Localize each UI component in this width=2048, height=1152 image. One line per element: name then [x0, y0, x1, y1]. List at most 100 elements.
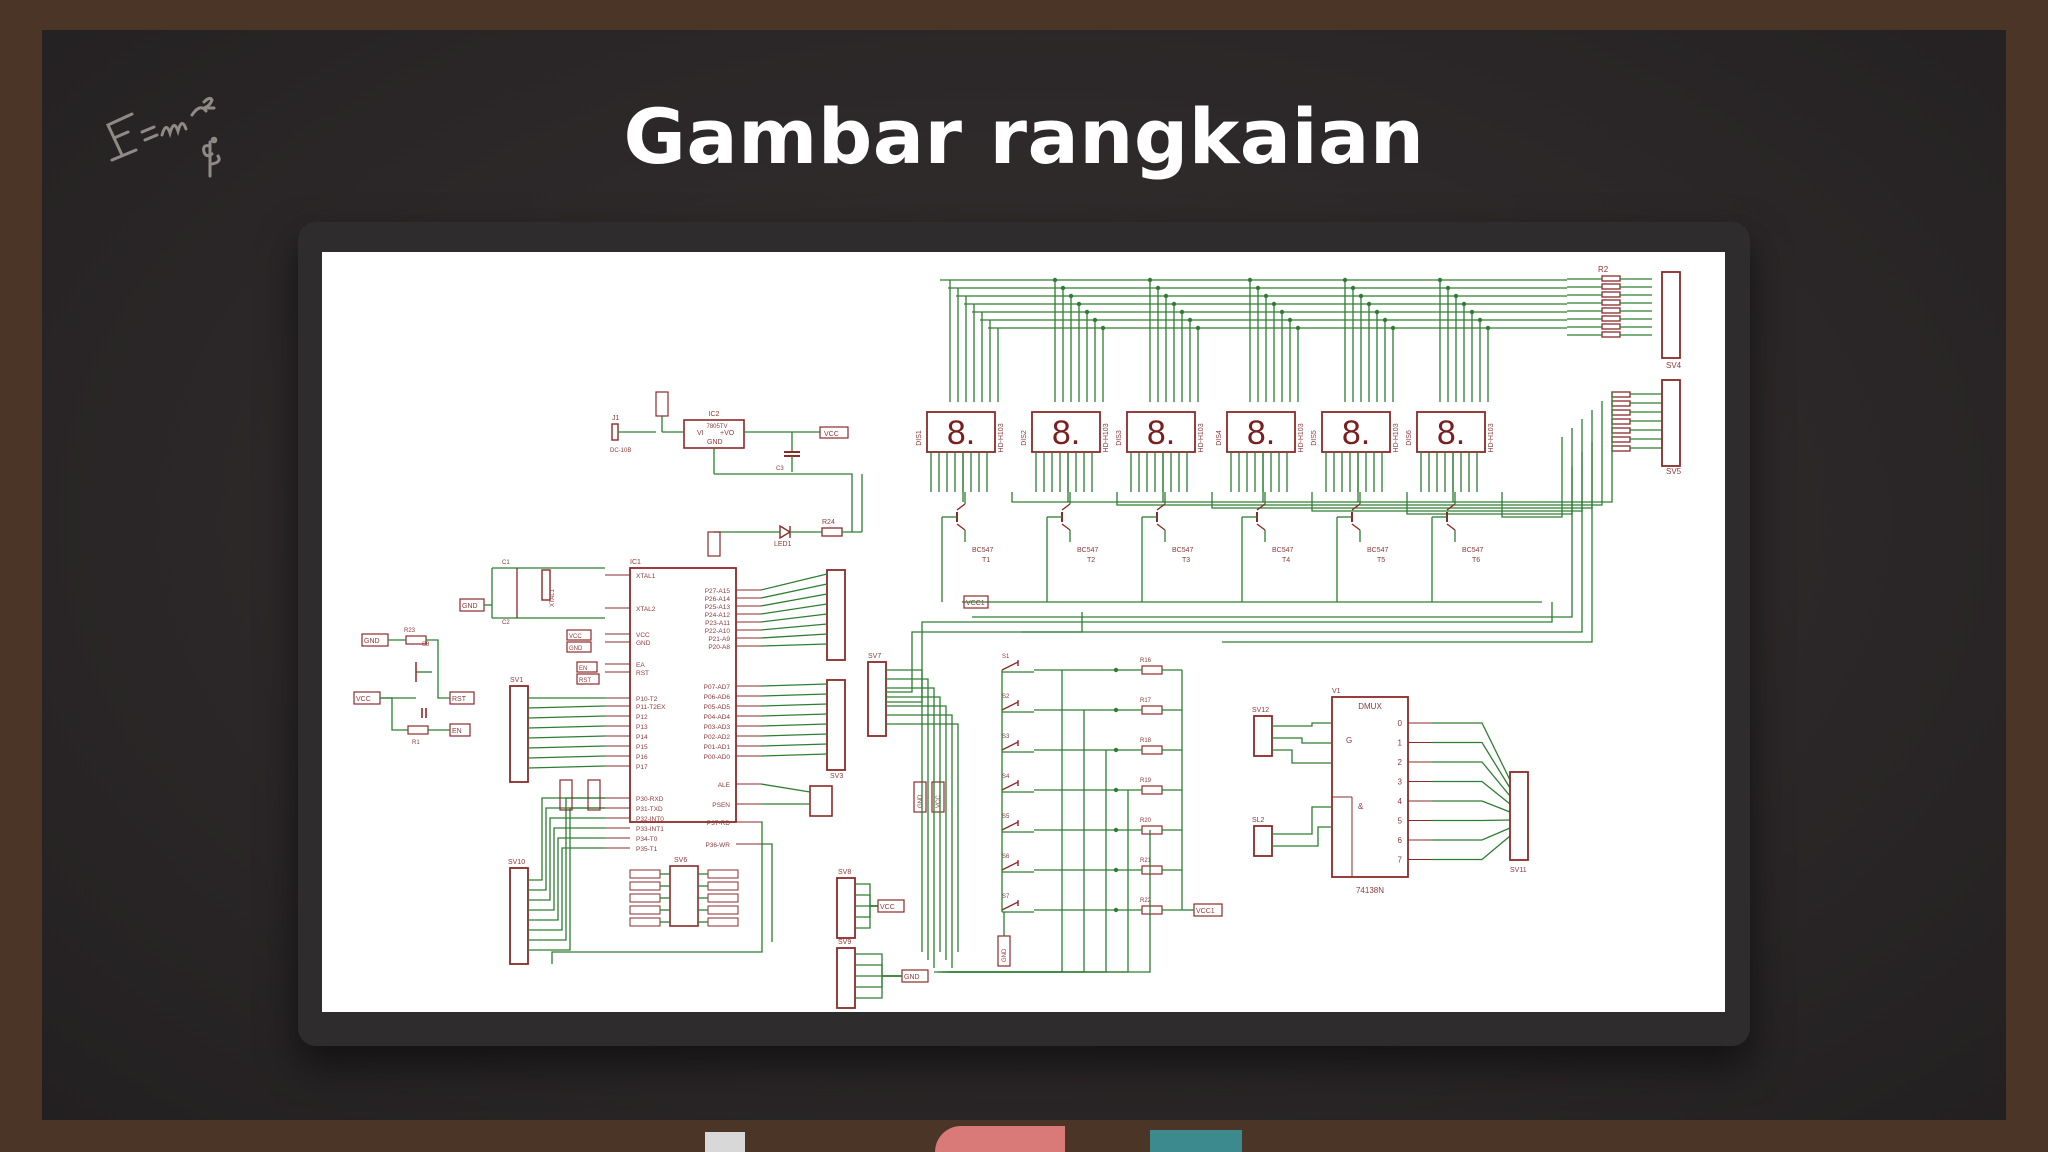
mcu-right-pin-label: P07-AD7 [704, 684, 731, 691]
mcu-8051 [629, 567, 737, 823]
display-model-label: HD-H103 [1393, 423, 1400, 452]
mcu-left-pin-label: XTAL1 [636, 573, 656, 580]
connector-sv4 [1661, 271, 1681, 359]
resistor-array-element [1601, 275, 1621, 282]
resistor-array-element [1601, 307, 1621, 314]
switch-label: S4 [1002, 774, 1010, 780]
resistor-array-element [1601, 323, 1621, 330]
vertical-net-flag-b [587, 779, 601, 811]
transistor-name-label: T3 [1182, 557, 1190, 564]
resistor-array-element [1601, 291, 1621, 298]
resistor-array-element [1601, 283, 1621, 290]
mcu-left-pin-label: P15 [636, 744, 648, 751]
mcu-left-pin-label: VCC [636, 632, 650, 639]
regulator-name: IC2 [709, 411, 720, 418]
seven-segment-display [1321, 411, 1391, 453]
regulator-pin-vi: VI [697, 430, 704, 437]
connector-sv1 [509, 685, 529, 783]
resistor-array-element [1601, 299, 1621, 306]
vcc-net-text-rst: VCC [356, 696, 371, 703]
seven-segment-glyph: 8. [947, 414, 975, 452]
seven-segment-glyph: 8. [1247, 414, 1275, 452]
mcu-left-pin-label: P13 [636, 724, 648, 731]
display-model-label: HD-H103 [1298, 423, 1305, 452]
isp-right-net-flag [707, 893, 739, 903]
capacitor-c3-label: C3 [776, 466, 784, 472]
pullup-resistor [1141, 865, 1163, 875]
pullup-resistor-label: R18 [1140, 738, 1152, 744]
mcu-left-pin-label: P10-T2 [636, 696, 658, 703]
mcu-left-pin-label: P31-TXD [636, 806, 663, 813]
connector-sv10 [509, 867, 529, 965]
demux-output-label: 7 [1398, 856, 1403, 865]
switch-label: S6 [1002, 854, 1010, 860]
regulator-pin-vo: +VO [720, 430, 735, 437]
connector-sl2-label: SL2 [1252, 817, 1265, 824]
mcu-right-pin-label: P37-RD [707, 820, 730, 827]
demux-output-label: 2 [1398, 758, 1403, 767]
connector-sv9-label: SV9 [838, 939, 851, 946]
display-model-label: HD-H103 [998, 423, 1005, 452]
isp-right-net-flag [707, 917, 739, 927]
connector-sv5-label: SV5 [1666, 467, 1682, 476]
gnd-net-text-rst: GND [364, 638, 380, 645]
switch-label: S1 [1002, 654, 1010, 660]
seven-segment-glyph: 8. [1147, 414, 1175, 452]
isp-left-net-flag [629, 869, 661, 879]
vcc1-net-label [963, 595, 989, 609]
vcc-net-text-reg: VCC [824, 431, 839, 438]
transistor-name-label: T6 [1472, 557, 1480, 564]
switch-label: S5 [1002, 814, 1010, 820]
mcu-left-pin-label: P35-T1 [636, 846, 658, 853]
mcu-left-pin-label: P30-RXD [636, 796, 664, 803]
mcu-left-pin-label: P14 [636, 734, 648, 741]
transistor-name-label: T4 [1282, 557, 1290, 564]
mcu-right-pin-label: P20-A8 [708, 644, 730, 651]
demux-model: 74138N [1356, 886, 1384, 895]
gnd-net-flag-top [655, 391, 669, 417]
connector-sl2 [1253, 825, 1273, 857]
connector-sv12 [1253, 715, 1273, 757]
resistor-array2-element [1611, 445, 1631, 452]
dc-jack-j1 [611, 423, 619, 441]
connector-sv3-label: SV3 [830, 773, 843, 780]
resistor-array2-element [1611, 400, 1631, 407]
mcu-left-pin-label: P16 [636, 754, 648, 761]
demux-g-symbol: G [1346, 736, 1352, 745]
display-model-label: HD-H103 [1488, 423, 1495, 452]
led-label: LED1 [774, 541, 792, 548]
en-net-text-mcu: EN [579, 666, 587, 672]
isp-left-net-flag [629, 917, 661, 927]
transistor-model-label: BC547 [1172, 547, 1194, 554]
mcu-right-pin-label: P25-A13 [705, 604, 731, 611]
isp-header-sv6 [669, 865, 699, 927]
display-name-label: DIS1 [916, 430, 923, 446]
mcu-left-pin-label: P12 [636, 714, 648, 721]
transistor-model-label: BC547 [1272, 547, 1294, 554]
connector-sv-small [809, 785, 833, 817]
crystal-xtal [541, 569, 551, 601]
demux-name: V1 [1332, 688, 1341, 695]
resistor-array2-element [1611, 418, 1631, 425]
vcc-net-text-mcu: VCC [569, 634, 582, 640]
transistor-name-label: T5 [1377, 557, 1385, 564]
transistor-model-label: BC547 [1077, 547, 1099, 554]
formula-doodle [106, 96, 221, 178]
seven-segment-glyph: 8. [1437, 414, 1465, 452]
transistor-model-label: BC547 [1462, 547, 1484, 554]
mcu-left-pin-label: RST [636, 670, 649, 677]
pullup-resistor-label: R21 [1140, 858, 1152, 864]
pullup-resistor [1141, 665, 1163, 675]
mcu-right-pin-label: ALE [718, 782, 731, 789]
vcc-net-label-mcu [566, 629, 592, 641]
switch-label: S2 [1002, 694, 1010, 700]
isp-right-net-flag [707, 905, 739, 915]
demux-title: DMUX [1358, 702, 1382, 711]
seven-segment-display [1126, 411, 1196, 453]
switch-label: S3 [1002, 734, 1010, 740]
connector-sv7 [867, 661, 887, 737]
pullup-resistor [1141, 785, 1163, 795]
vertical-net-flag-a [559, 779, 573, 811]
resistor-array2-element [1611, 427, 1631, 434]
capacitor-c1-label: C1 [502, 560, 510, 566]
